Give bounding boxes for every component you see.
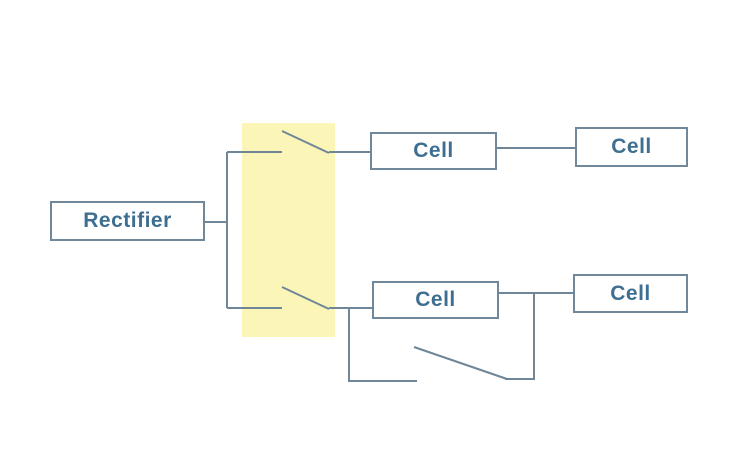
bottom-switch-symbol [281,286,330,310]
cell-label: Cell [415,288,456,311]
cell-node-bottom-2: Cell [573,274,688,313]
cell-node-top-2: Cell [575,127,688,167]
bypass-right-line [505,293,535,380]
top-switch-symbol [281,130,330,154]
bypass-switch-symbol [413,346,508,380]
cell-node-top-1: Cell [370,132,497,170]
cell-node-bottom-1: Cell [372,281,499,319]
bypass-left-line [348,308,417,382]
rectifier-node: Rectifier [50,201,205,241]
rectifier-label: Rectifier [83,209,172,232]
cell-label: Cell [611,135,652,158]
cell-label: Cell [610,281,651,305]
cell-label: Cell [413,139,454,162]
switch-bank-highlight [242,123,335,337]
